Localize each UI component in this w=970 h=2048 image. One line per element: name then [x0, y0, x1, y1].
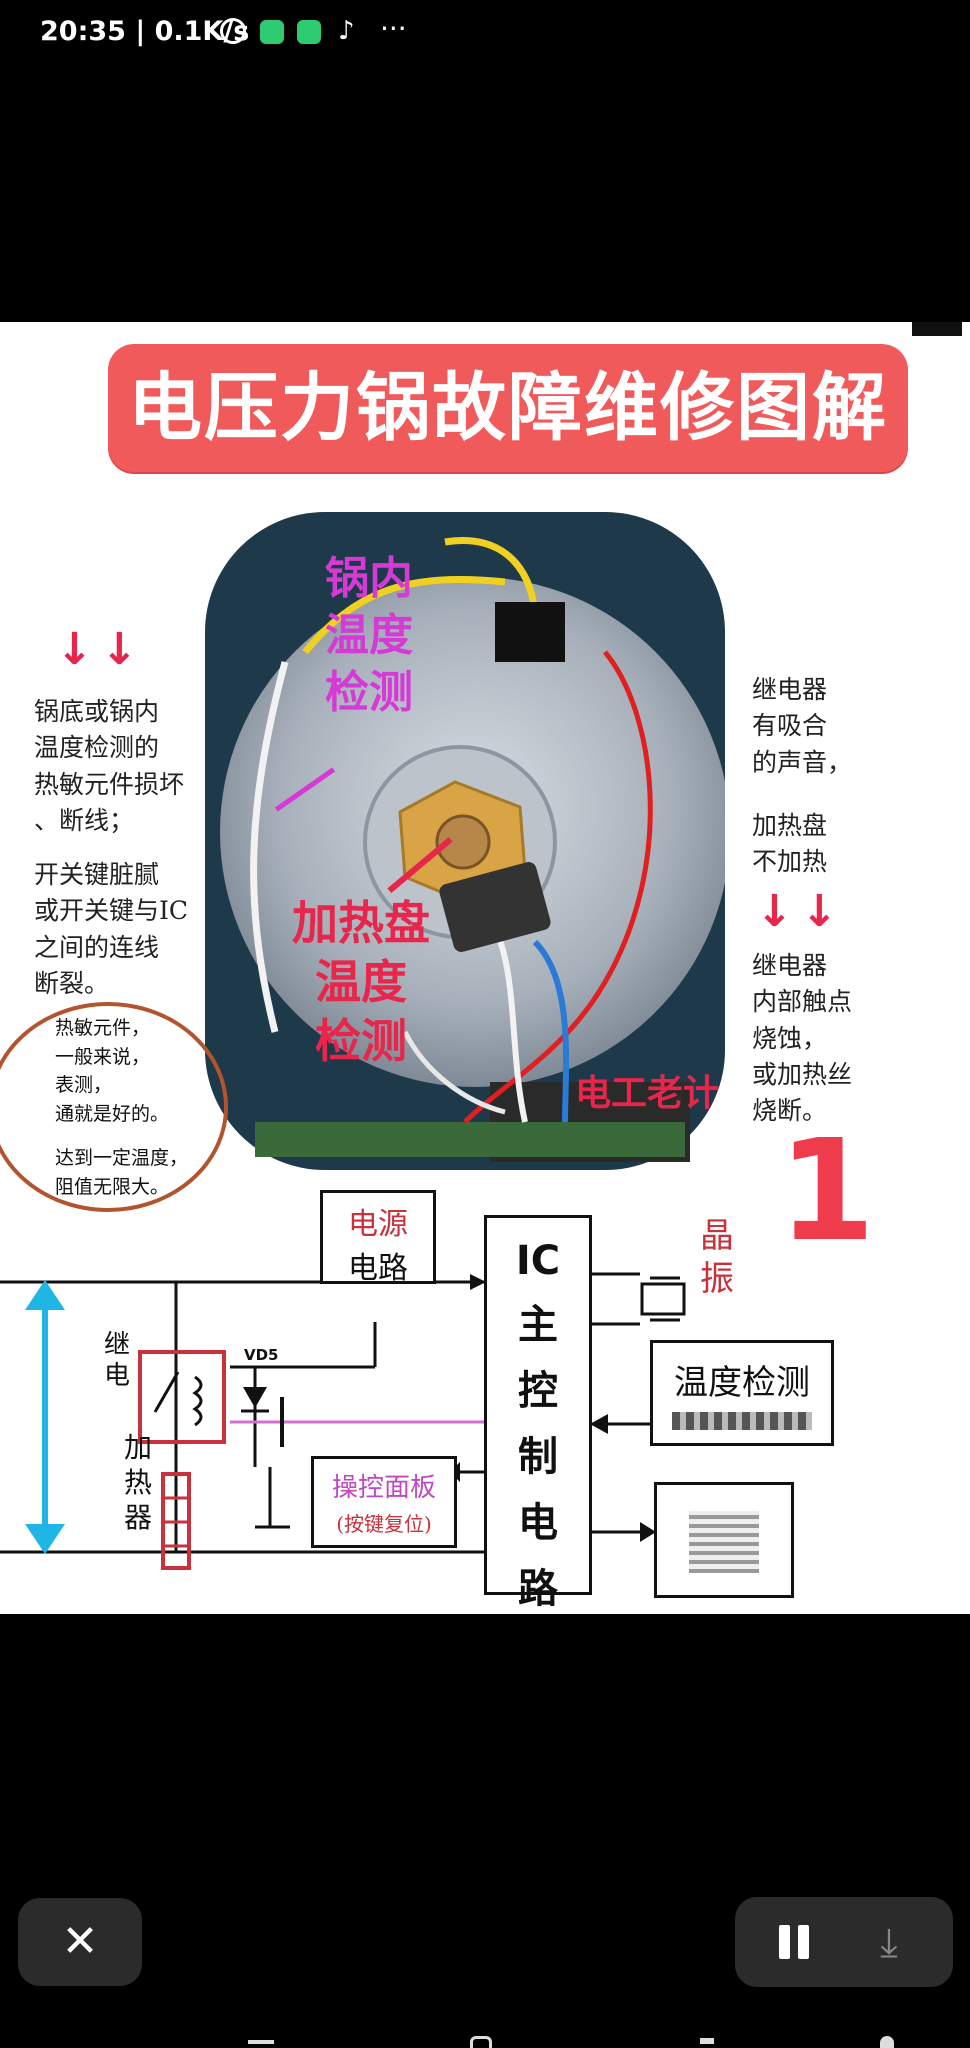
oval-note-line-1: 热敏元件， 一般来说， 表测， 通就是好的。 — [55, 1017, 170, 1125]
nav-accessibility-hint[interactable] — [880, 2036, 894, 2048]
wechat-icon — [297, 20, 321, 44]
heater-label-2: 热 — [124, 1466, 153, 1499]
more-icon: ··· — [380, 12, 407, 45]
right-note-relay-click: 继电器 有吸合 的声音， — [752, 675, 853, 777]
title-banner: 电压力锅故障维修图解 — [108, 344, 908, 472]
left-note-switch: 开关键脏腻 或开关键与IC 之间的连线 断裂。 — [34, 860, 189, 998]
temp-detect-label: 温度检测 — [674, 1363, 810, 1403]
status-bar: 20:35 | 0.1K/s ♪ ··· — [0, 0, 970, 70]
pause-button[interactable] — [775, 1923, 815, 1963]
left-down-arrows: ↓↓ — [56, 624, 146, 675]
download-icon: ⤓ — [880, 1920, 898, 1966]
ic-line-4: 制 — [518, 1434, 558, 1480]
ic-line-2: 主 — [518, 1302, 558, 1348]
nav-menu-hint[interactable] — [248, 2040, 274, 2044]
label-disc-temp: 加热盘 温度 检测 — [292, 896, 430, 1068]
ic-line-3: 控 — [518, 1368, 558, 1414]
left-note-thermistor: 锅底或锅内 温度检测的 热敏元件损坏 、断线； — [34, 697, 185, 835]
crystal-label-1: 晶 — [700, 1216, 734, 1256]
heater-label-1: 加 — [124, 1431, 153, 1464]
crystal-label-2: 振 — [700, 1258, 734, 1299]
article-image: 电压力锅故障维修图解 ↓↓ 锅底或锅内 温度检测的 热敏元件损坏 、断线； 开关… — [0, 322, 970, 1614]
right-down-arrows: ↓↓ — [756, 886, 846, 937]
control-panel-label: 操控面板 — [331, 1473, 436, 1503]
pause-icon — [775, 1923, 815, 1963]
download-button[interactable]: ⤓ — [865, 1919, 913, 1967]
alarm-icon — [220, 18, 246, 44]
close-button[interactable]: ✕ — [18, 1898, 142, 1986]
close-icon: ✕ — [61, 1916, 99, 1967]
media-controls: ⤓ — [735, 1897, 953, 1987]
ic-line-1: IC — [515, 1238, 561, 1284]
ic-main-box: IC 主 控 制 电 路 — [484, 1215, 592, 1612]
control-panel-box: 操控面板 (按键复位) — [311, 1456, 457, 1548]
tiktok-icon: ♪ — [338, 16, 355, 46]
nav-home-hint[interactable] — [470, 2036, 492, 2048]
status-time-speed: 20:35 | 0.1K/s — [40, 16, 250, 47]
ic-line-5: 电 — [518, 1500, 558, 1546]
power-circuit-box: 电源 电路 — [320, 1190, 436, 1286]
display-blur — [689, 1511, 759, 1573]
crystal-label: 晶 振 — [700, 1215, 734, 1300]
heater-label: 加 热 器 — [124, 1430, 152, 1535]
display-box — [654, 1482, 794, 1598]
power-box-line-2: 电路 — [348, 1251, 408, 1286]
power-box-line-1: 电源 — [348, 1207, 408, 1242]
right-note-no-heat: 加热盘 不加热 — [752, 811, 828, 877]
relay-label: 继 电 — [104, 1330, 130, 1392]
corner-mark — [912, 322, 962, 336]
relay-label-1: 继 — [104, 1330, 131, 1360]
figure-number: 1 — [778, 1110, 876, 1273]
heater-label-3: 器 — [124, 1501, 153, 1534]
relay-label-2: 电 — [104, 1361, 131, 1392]
oval-note-line-2: 达到一定温度， 阻值无限大。 — [55, 1147, 189, 1198]
oval-note — [0, 1002, 228, 1212]
ic-line-6: 路 — [518, 1566, 558, 1612]
temp-detect-box: 温度检测 — [650, 1340, 834, 1446]
label-pot-temp: 锅内 温度 检测 — [325, 553, 413, 719]
watermark: 电工老计 — [575, 1073, 720, 1114]
page-title: 电压力锅故障维修图解 — [128, 365, 888, 451]
control-panel-sub: (按键复位) — [336, 1512, 432, 1536]
diode-label: VD5 — [244, 1346, 279, 1364]
pressure-cooker-photo — [205, 512, 725, 1170]
right-note-relay-burn: 继电器 内部触点 烧蚀， 或加热丝 烧断。 — [752, 951, 853, 1125]
temp-detect-blur — [672, 1412, 812, 1430]
chat-icon — [260, 20, 284, 44]
nav-back-hint[interactable] — [700, 2038, 714, 2044]
